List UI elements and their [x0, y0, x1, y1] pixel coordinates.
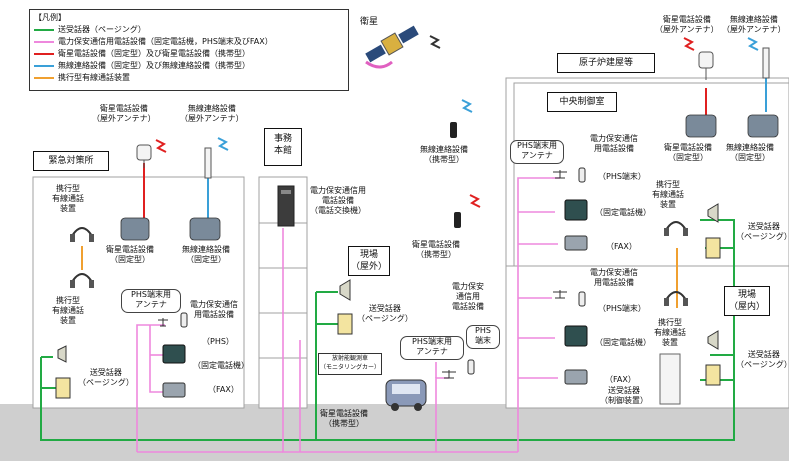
reactor-wireless-antenna [762, 47, 770, 79]
legend-swatch-orange [34, 77, 54, 79]
outdoor-paging-label: 送受話器 （ページング） [357, 304, 413, 323]
emergency-sat-antenna [136, 144, 152, 168]
paging-control-device [659, 353, 681, 405]
monitoring-car-label: 放射能観測車 （モニタリングカー） [318, 353, 382, 375]
satellite-icon [365, 25, 419, 63]
legend-swatch-red [34, 53, 54, 55]
control-room-title: 中央制御室 [547, 92, 617, 112]
emergency-sat-antenna-label: 衛星電話設備 （屋外アンテナ） [92, 104, 156, 123]
outdoor-phs-antenna-label: PHS端末用 アンテナ [400, 336, 464, 360]
reactor-power-phone-2-label: 電力保安通信 用電話設備 [590, 268, 638, 287]
legend-swatch-blue [34, 65, 54, 67]
reactor-sat-phone [685, 114, 717, 138]
reactor-paging-1-label: 送受話器 （ページング） [736, 222, 789, 241]
emergency-power-phone-label: 電力保安通信 用電話設備 [190, 300, 238, 319]
reactor-phs-2-label: （PHS端末） [598, 304, 646, 313]
emergency-portable-top-label: 携行型 有線通話 装置 [52, 184, 84, 213]
sat-portable-label: 衛星電話設備 （携帯型） [412, 240, 460, 259]
reactor-phs-1-label: （PHS端末） [598, 172, 646, 181]
reactor-title: 原子炉建屋等 [557, 53, 655, 73]
emergency-paging-label: 送受話器 （ページング） [78, 368, 134, 387]
emergency-wireless-antenna [204, 147, 212, 179]
reactor-fixed-1-label: （固定電話機） [595, 208, 651, 217]
outdoor-phs-terminal-label: PHS 端末 [466, 325, 500, 349]
field-indoor-title: 現場 （屋内） [724, 286, 770, 316]
reactor-building [505, 77, 789, 409]
legend-title: 【凡例】 [34, 13, 66, 22]
emergency-phs-label: （PHS） [202, 337, 234, 346]
outdoor-power-phone-label: 電力保安 通信用 電話設備 [452, 282, 484, 311]
reactor-paging-control-label: 送受話器 （制御装置） [600, 386, 648, 405]
legend: 【凡例】 送受話器（ページング） 電力保安通信用電話設備（固定電話機，PHS端末… [29, 9, 349, 91]
reactor-wireless-antenna-label: 無線連絡設備 （屋外アンテナ） [722, 15, 786, 34]
reactor-fixed-2-label: （固定電話機） [595, 338, 651, 347]
reactor-fax-2-label: （FAX） [605, 375, 636, 384]
reactor-portable-2-label: 携行型 有線通話 装置 [654, 318, 686, 347]
wireless-portable-label: 無線連絡設備 （携帯型） [420, 145, 468, 164]
reactor-sat-antenna [698, 51, 714, 80]
emergency-portable-bottom-label: 携行型 有線通話 装置 [52, 296, 84, 325]
legend-swatch-pink [34, 41, 54, 43]
reactor-phs-antenna-label: PHS端末用 アンテナ [510, 140, 564, 164]
monitoring-car-icon [385, 379, 427, 411]
outdoor-sat-portable-bottom-label: 衛星電話設備 （携帯型） [320, 409, 368, 428]
exchange-icon [277, 185, 295, 227]
emergency-wireless-fixed-label: 無線連絡設備 （固定型） [182, 245, 230, 264]
emergency-sat-phone [120, 217, 150, 241]
exchange-label: 電力保安通信用 電話設備 （電話交換機） [310, 186, 366, 215]
reactor-portable-1-label: 携行型 有線通話 装置 [652, 180, 684, 209]
reactor-paging-2-label: 送受話器 （ページング） [736, 350, 789, 369]
emergency-sat-fixed-label: 衛星電話設備 （固定型） [106, 245, 154, 264]
emergency-fax-label: （FAX） [208, 385, 239, 394]
reactor-wireless-fixed-label: 無線連絡設備 （固定型） [726, 143, 774, 162]
emergency-wireless-antenna-label: 無線連絡設備 （屋外アンテナ） [180, 104, 244, 123]
reactor-power-phone-1-label: 電力保安通信 用電話設備 [590, 134, 638, 153]
power-phone-lines [136, 177, 560, 453]
emergency-phs-antenna-label: PHS端末用 アンテナ [121, 289, 181, 313]
field-outdoor-title: 現場 （屋外） [348, 246, 390, 276]
office-title: 事務 本館 [264, 128, 302, 166]
reactor-wireless-phone [747, 114, 779, 138]
legend-swatch-green [34, 29, 54, 31]
satellite-label: 衛星 [360, 17, 379, 27]
reactor-fax-1-label: （FAX） [606, 242, 637, 251]
emergency-wireless-phone [189, 217, 221, 241]
emergency-title: 緊急対策所 [33, 151, 109, 171]
emergency-fixed-phone-label: （固定電話機） [193, 361, 249, 370]
reactor-sat-fixed-label: 衛星電話設備 （固定型） [664, 143, 712, 162]
reactor-sat-antenna-label: 衛星電話設備 （屋外アンテナ） [655, 15, 719, 34]
